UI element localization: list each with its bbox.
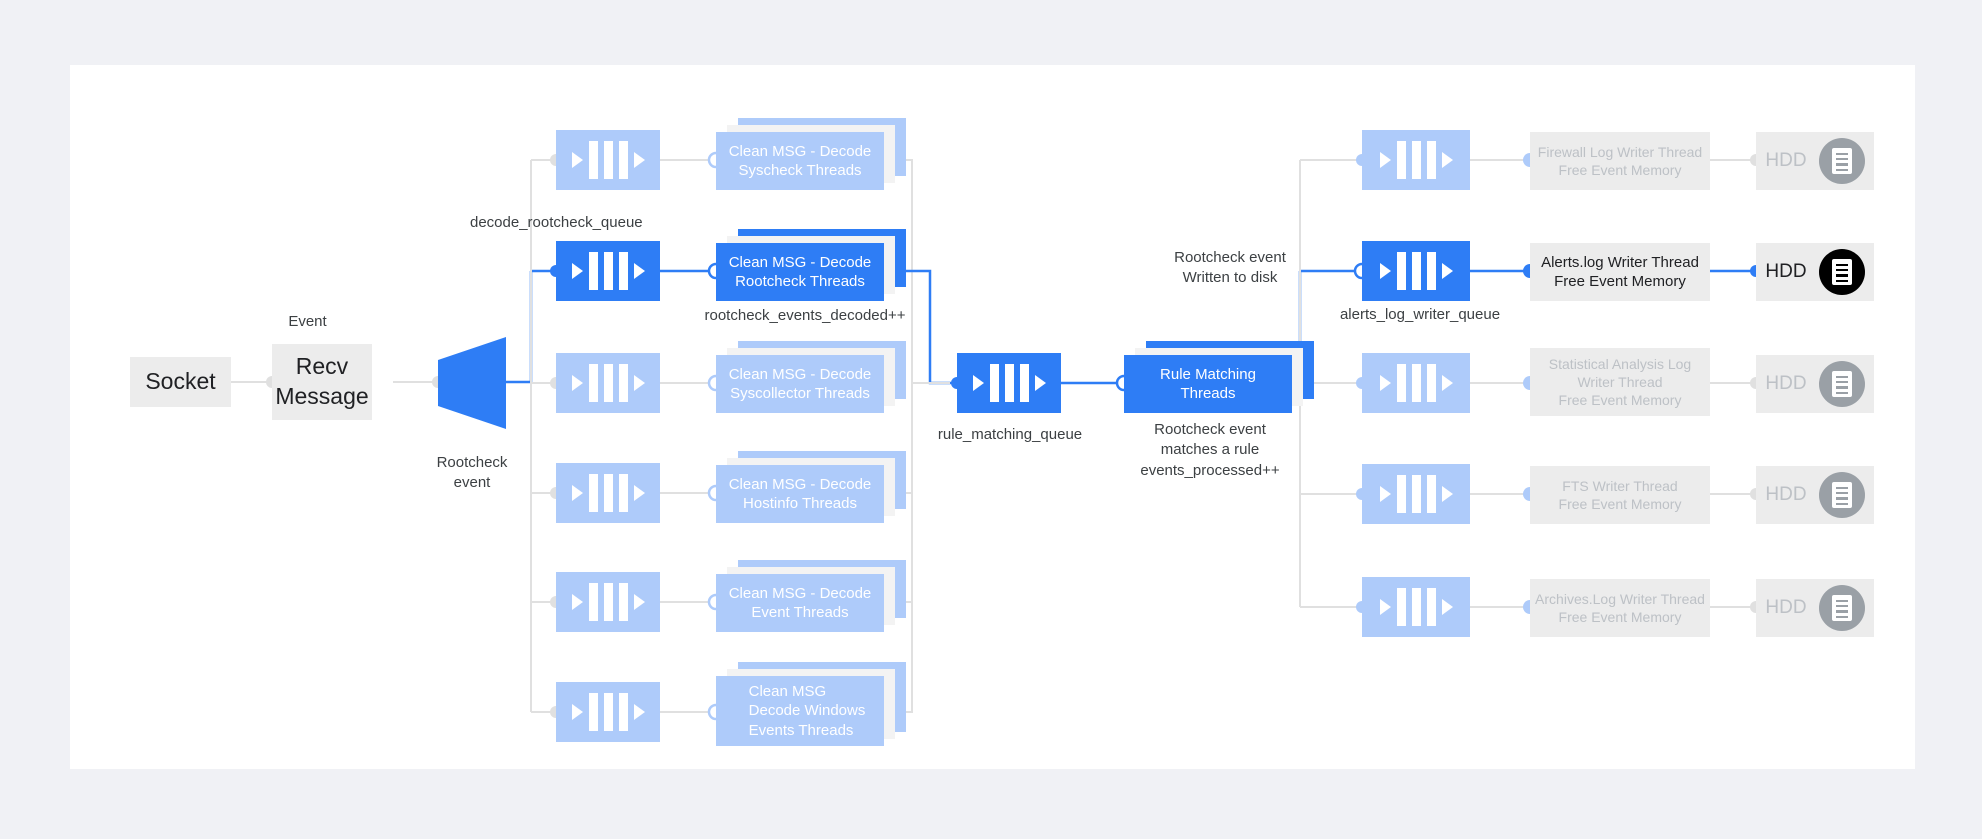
play-left-icon (1379, 486, 1391, 502)
hdd-label: HDD (1765, 484, 1807, 505)
queue-bars-icon (1396, 141, 1436, 179)
queue-decode-rootcheck[interactable] (556, 241, 660, 301)
thread-card-decode-syscollector[interactable]: Clean MSG - Decode Syscollector Threads (716, 341, 906, 413)
trapezoid-icon (438, 337, 506, 429)
play-left-icon (571, 375, 583, 391)
play-left-icon (571, 594, 583, 610)
disk-icon (1818, 585, 1865, 631)
play-left-icon (1379, 152, 1391, 168)
hdd-label: HDD (1765, 150, 1807, 171)
play-left-icon (571, 704, 583, 720)
card-layer-front: Clean MSG - Decode Event Threads (716, 574, 884, 632)
play-right-icon (633, 152, 645, 168)
queue-alerts-log-writer[interactable] (1362, 241, 1470, 301)
disk-icon (1818, 249, 1865, 295)
card-layer-front: Clean MSG - Decode Syscheck Threads (716, 132, 884, 190)
queue-bars-icon (1396, 475, 1436, 513)
thread-card-decode-event[interactable]: Clean MSG - Decode Event Threads (716, 560, 906, 632)
recv-message-box[interactable]: Recv Message (272, 344, 372, 420)
queue-statistical-analysis-log-writer[interactable] (1362, 353, 1470, 413)
play-right-icon (633, 375, 645, 391)
card-layer-front: Rule Matching Threads (1124, 355, 1292, 413)
queue-bars-icon (588, 364, 628, 402)
play-right-icon (633, 704, 645, 720)
writer-box-fts[interactable]: FTS Writer Thread Free Event Memory (1530, 466, 1710, 524)
play-right-icon (1441, 486, 1453, 502)
queue-decode-syscheck[interactable] (556, 130, 660, 190)
queue-decode-hostinfo[interactable] (556, 463, 660, 523)
play-left-icon (1379, 375, 1391, 391)
queue-bars-icon (989, 364, 1029, 402)
disk-icon (1818, 361, 1865, 407)
hdd-alerts-log[interactable]: HDD (1756, 243, 1874, 301)
play-left-icon (571, 152, 583, 168)
play-left-icon (1379, 263, 1391, 279)
play-right-icon (633, 594, 645, 610)
writer-box-archives-log[interactable]: Archives.Log Writer Thread Free Event Me… (1530, 579, 1710, 637)
thread-card-rule-matching[interactable]: Rule Matching Threads (1124, 341, 1314, 413)
writer-box-statistical-analysis-log[interactable]: Statistical Analysis Log Writer Thread F… (1530, 348, 1710, 416)
thread-card-decode-syscheck[interactable]: Clean MSG - Decode Syscheck Threads (716, 118, 906, 190)
socket-box[interactable]: Socket (130, 357, 231, 407)
disk-icon (1818, 472, 1865, 518)
hdd-statistical-analysis-log[interactable]: HDD (1756, 355, 1874, 413)
hdd-fts[interactable]: HDD (1756, 466, 1874, 524)
thread-card-decode-rootcheck[interactable]: Clean MSG - Decode Rootcheck Threads (716, 229, 906, 301)
play-left-icon (1379, 599, 1391, 615)
queue-fts-writer[interactable] (1362, 464, 1470, 524)
thread-card-decode-windows-events[interactable]: Clean MSG Decode Windows Events Threads (716, 662, 906, 746)
rule-matching-queue-caption: rule_matching_queue (937, 426, 1083, 443)
hdd-label: HDD (1765, 597, 1807, 618)
queue-rule-matching[interactable] (957, 353, 1061, 413)
queue-bars-icon (1396, 252, 1436, 290)
queue-bars-icon (1396, 588, 1436, 626)
decode-rootcheck-queue-caption: decode_rootcheck_queue (470, 214, 643, 231)
play-right-icon (633, 485, 645, 501)
queue-decode-syscollector[interactable] (556, 353, 660, 413)
rootcheck-router-shape[interactable] (438, 337, 506, 429)
queue-decode-windows-events[interactable] (556, 682, 660, 742)
play-right-icon (1441, 263, 1453, 279)
hdd-archives-log[interactable]: HDD (1756, 579, 1874, 637)
rootcheck-events-decoded-counter: rootcheck_events_decoded++ (704, 307, 906, 324)
hdd-label: HDD (1765, 373, 1807, 394)
rootcheck-event-caption: Rootcheck event (436, 454, 508, 492)
event-caption: Event (288, 313, 327, 330)
card-layer-front: Clean MSG Decode Windows Events Threads (716, 676, 884, 746)
card-layer-front: Clean MSG - Decode Hostinfo Threads (716, 465, 884, 523)
thread-card-decode-hostinfo[interactable]: Clean MSG - Decode Hostinfo Threads (716, 451, 906, 523)
writer-box-firewall-log[interactable]: Firewall Log Writer Thread Free Event Me… (1530, 132, 1710, 190)
play-right-icon (1034, 375, 1046, 391)
events-processed-counter: Rootcheck event matches a rule events_pr… (1140, 421, 1280, 479)
queue-archives-log-writer[interactable] (1362, 577, 1470, 637)
queue-bars-icon (1396, 364, 1436, 402)
queue-bars-icon (588, 474, 628, 512)
card-layer-front: Clean MSG - Decode Rootcheck Threads (716, 243, 884, 301)
hdd-firewall-log[interactable]: HDD (1756, 132, 1874, 190)
queue-bars-icon (588, 252, 628, 290)
queue-decode-event[interactable] (556, 572, 660, 632)
alerts-log-writer-queue-caption: alerts_log_writer_queue (1339, 306, 1501, 323)
play-right-icon (1441, 599, 1453, 615)
disk-icon (1818, 138, 1865, 184)
play-left-icon (571, 263, 583, 279)
play-right-icon (1441, 152, 1453, 168)
play-right-icon (633, 263, 645, 279)
play-left-icon (571, 485, 583, 501)
card-layer-front: Clean MSG - Decode Syscollector Threads (716, 355, 884, 413)
play-left-icon (972, 375, 984, 391)
play-right-icon (1441, 375, 1453, 391)
writer-box-alerts-log[interactable]: Alerts.log Writer Thread Free Event Memo… (1530, 243, 1710, 301)
queue-bars-icon (588, 583, 628, 621)
queue-bars-icon (588, 693, 628, 731)
written-to-disk-caption: Rootcheck event Written to disk (1174, 249, 1286, 287)
queue-firewall-log-writer[interactable] (1362, 130, 1470, 190)
hdd-label: HDD (1765, 261, 1807, 282)
queue-bars-icon (588, 141, 628, 179)
